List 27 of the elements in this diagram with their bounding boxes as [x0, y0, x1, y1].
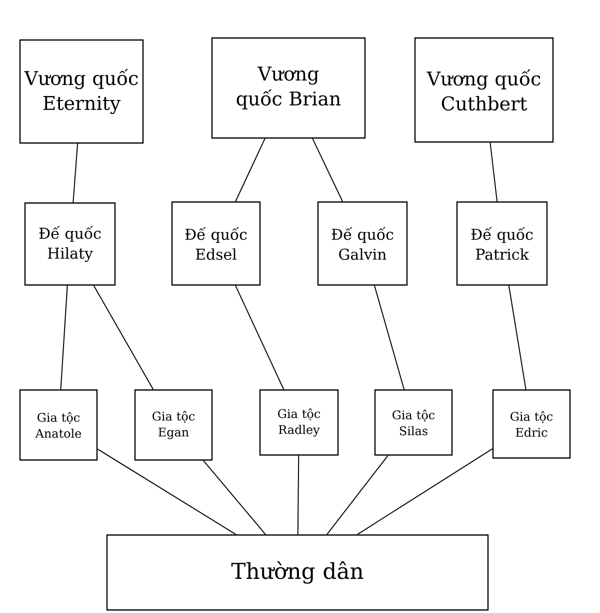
- clan-box: Gia tộc Egan: [134, 389, 213, 461]
- connector-line: [235, 138, 266, 202]
- empire-box: Đế quốc Hilaty: [24, 202, 116, 286]
- connector-line: [235, 285, 284, 390]
- clan-box: Gia tộc Radley: [259, 389, 339, 456]
- clan-box: Gia tộc Edric: [492, 389, 571, 459]
- connector-line: [297, 455, 300, 535]
- empire-box: Đế quốc Galvin: [317, 201, 408, 286]
- empire-box: Đế quốc Edsel: [171, 201, 261, 286]
- connector-line: [326, 455, 388, 535]
- connector-line: [93, 285, 154, 390]
- empire-box: Đế quốc Patrick: [456, 201, 548, 286]
- commoner-box: Thường dân: [106, 534, 489, 611]
- connector-line: [312, 138, 343, 202]
- connector-line: [374, 285, 405, 390]
- clan-box: Gia tộc Anatole: [19, 389, 98, 461]
- kingdom-box: Vương quốc Cuthbert: [414, 37, 554, 143]
- kingdom-box: Vương quốc Brian: [211, 37, 366, 139]
- connector-line: [97, 448, 236, 535]
- connector-line: [490, 142, 498, 202]
- connector-line: [202, 460, 266, 535]
- connector-line: [508, 285, 526, 390]
- kingdom-box: Vương quốc Eternity: [19, 39, 144, 144]
- connector-line: [60, 285, 68, 390]
- connector-line: [72, 143, 78, 203]
- clan-box: Gia tộc Silas: [374, 389, 453, 456]
- connector-line: [356, 448, 493, 535]
